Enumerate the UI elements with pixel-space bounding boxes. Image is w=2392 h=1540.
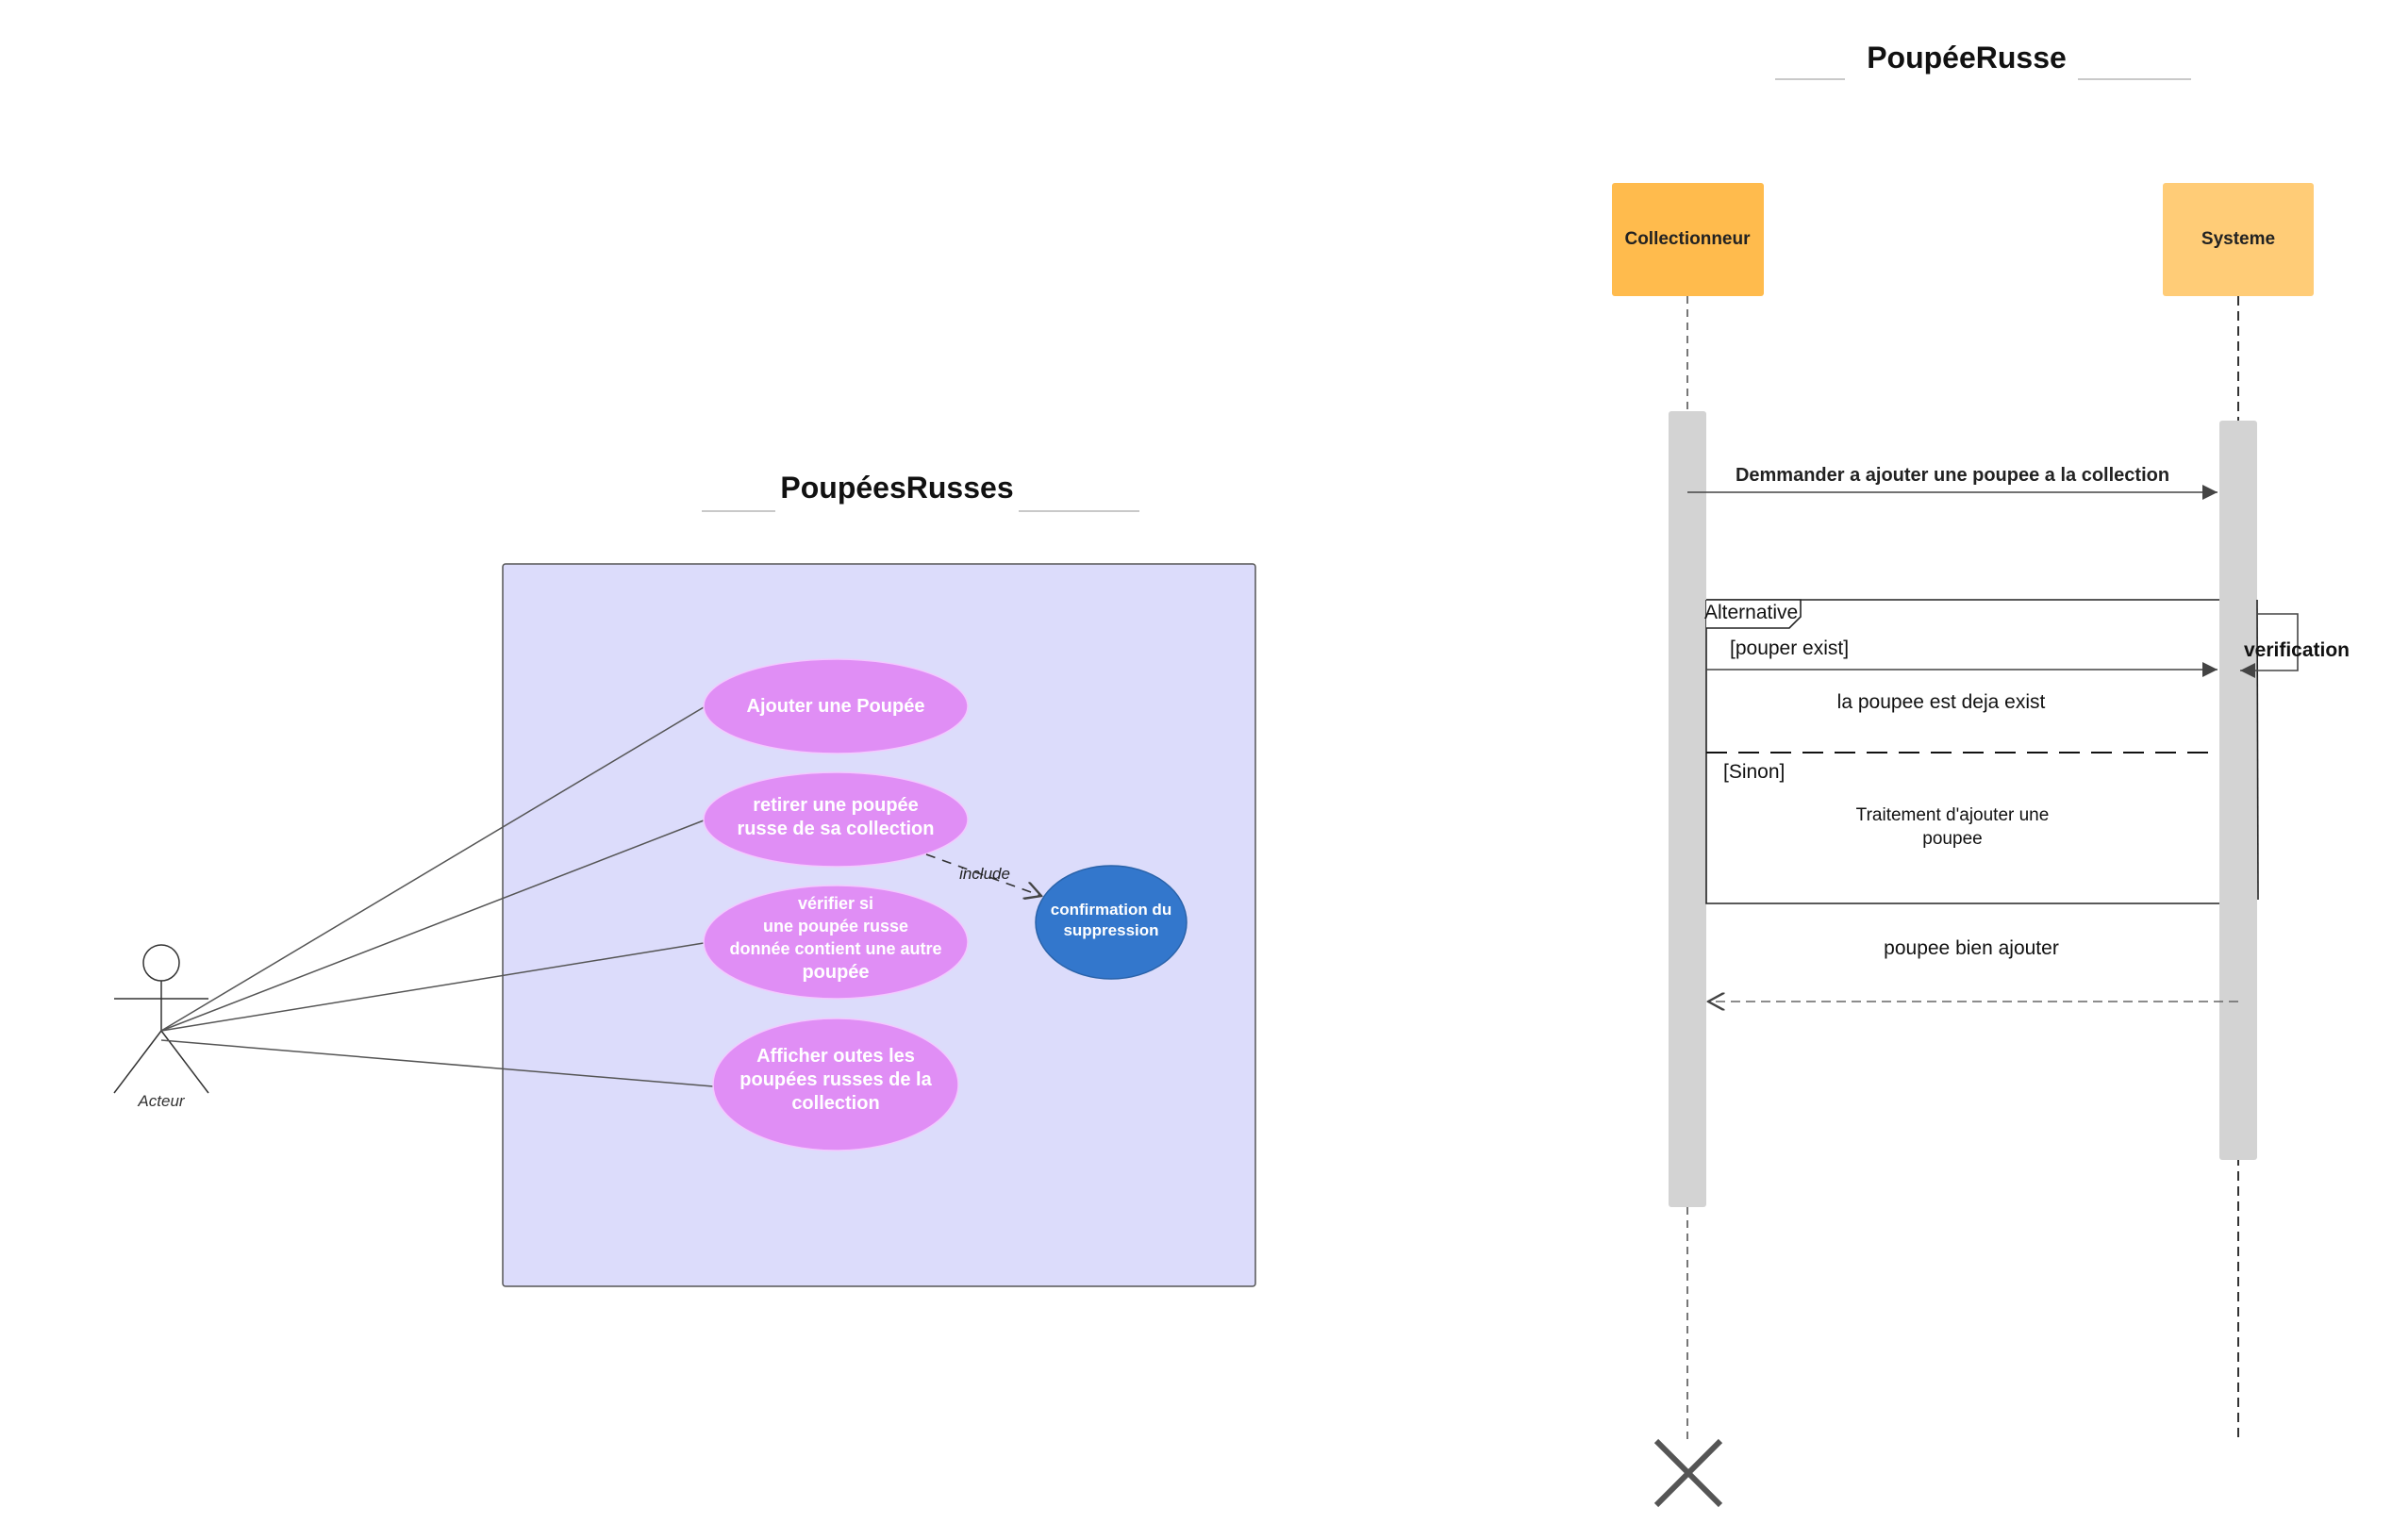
fragment-operator-tab	[1706, 599, 1802, 629]
association-line[interactable]	[160, 820, 705, 1032]
actor-stick-figure[interactable]	[113, 944, 209, 1094]
use-case-label: une poupée russe	[763, 917, 908, 936]
alt-fragment[interactable]	[1705, 599, 2259, 904]
message-label-return: poupee bien ajouter	[1884, 937, 2059, 959]
lifeline-label: Collectionneur	[1624, 229, 1751, 249]
message-label-already-exists: la poupee est deja exist	[1837, 691, 2046, 713]
actor-label: Acteur	[137, 1092, 185, 1110]
association-line[interactable]	[160, 706, 705, 1032]
sequence-title: PoupéeRusse	[1867, 41, 2067, 75]
guard-condition-1: [pouper exist]	[1730, 638, 1849, 659]
self-call-arrow[interactable]	[2240, 613, 2299, 678]
use-case-label: confirmation du	[1051, 901, 1171, 919]
activation-bar-collectionneur[interactable]	[1669, 411, 1706, 1207]
use-case-label: retirer une poupée	[753, 795, 919, 816]
use-case-label: vérifier si	[798, 894, 873, 913]
include-arrow[interactable]	[925, 853, 1041, 896]
use-case-add-doll[interactable]: Ajouter une Poupée	[703, 658, 969, 754]
use-case-confirm-deletion[interactable]: confirmation du suppression	[1035, 865, 1188, 980]
use-case-label: collection	[791, 1093, 879, 1114]
association-line[interactable]	[160, 1039, 714, 1087]
use-case-remove-doll[interactable]: retirer une poupée russe de sa collectio…	[703, 771, 969, 868]
destruction-x-icon	[1653, 1438, 1723, 1508]
self-call-label: verification	[2244, 639, 2350, 661]
processing-label: poupee	[1922, 829, 1982, 849]
use-case-label: poupée	[802, 962, 869, 983]
use-case-label: donnée contient une autre	[729, 939, 941, 958]
processing-label: Traitement d'ajouter une	[1856, 805, 2050, 825]
include-label: include	[959, 865, 1010, 883]
use-case-display-dolls[interactable]: Afficher outes les poupées russes de la …	[712, 1018, 959, 1151]
message-label-request: Demmander a ajouter une poupee a la coll…	[1736, 465, 2169, 486]
fragment-label: Alternative	[1704, 602, 1798, 623]
lifeline-head-collectionneur[interactable]: Collectionneur	[1612, 183, 1764, 296]
association-line[interactable]	[160, 942, 705, 1032]
use-case-title: PoupéesRusses	[780, 471, 1013, 505]
use-case-label: russe de sa collection	[738, 819, 935, 839]
use-case-verify-doll[interactable]: vérifier si une poupée russe donnée cont…	[703, 885, 969, 1000]
guard-condition-2: [Sinon]	[1723, 761, 1785, 783]
use-case-label: suppression	[1063, 921, 1158, 939]
activation-bar-systeme[interactable]	[2219, 421, 2257, 1160]
lifeline-head-systeme[interactable]: Systeme	[2163, 183, 2314, 296]
use-case-label: Afficher outes les	[756, 1046, 915, 1067]
lifeline-label: Systeme	[2201, 229, 2275, 249]
use-case-diagram: PoupéesRusses Acteur Ajouter une Poupée …	[113, 471, 1256, 1287]
use-case-label: poupées russes de la	[739, 1069, 932, 1090]
sequence-diagram: PoupéeRusse Collectionneur Systeme Demma…	[1612, 41, 2350, 1508]
use-case-label: Ajouter une Poupée	[747, 696, 925, 717]
